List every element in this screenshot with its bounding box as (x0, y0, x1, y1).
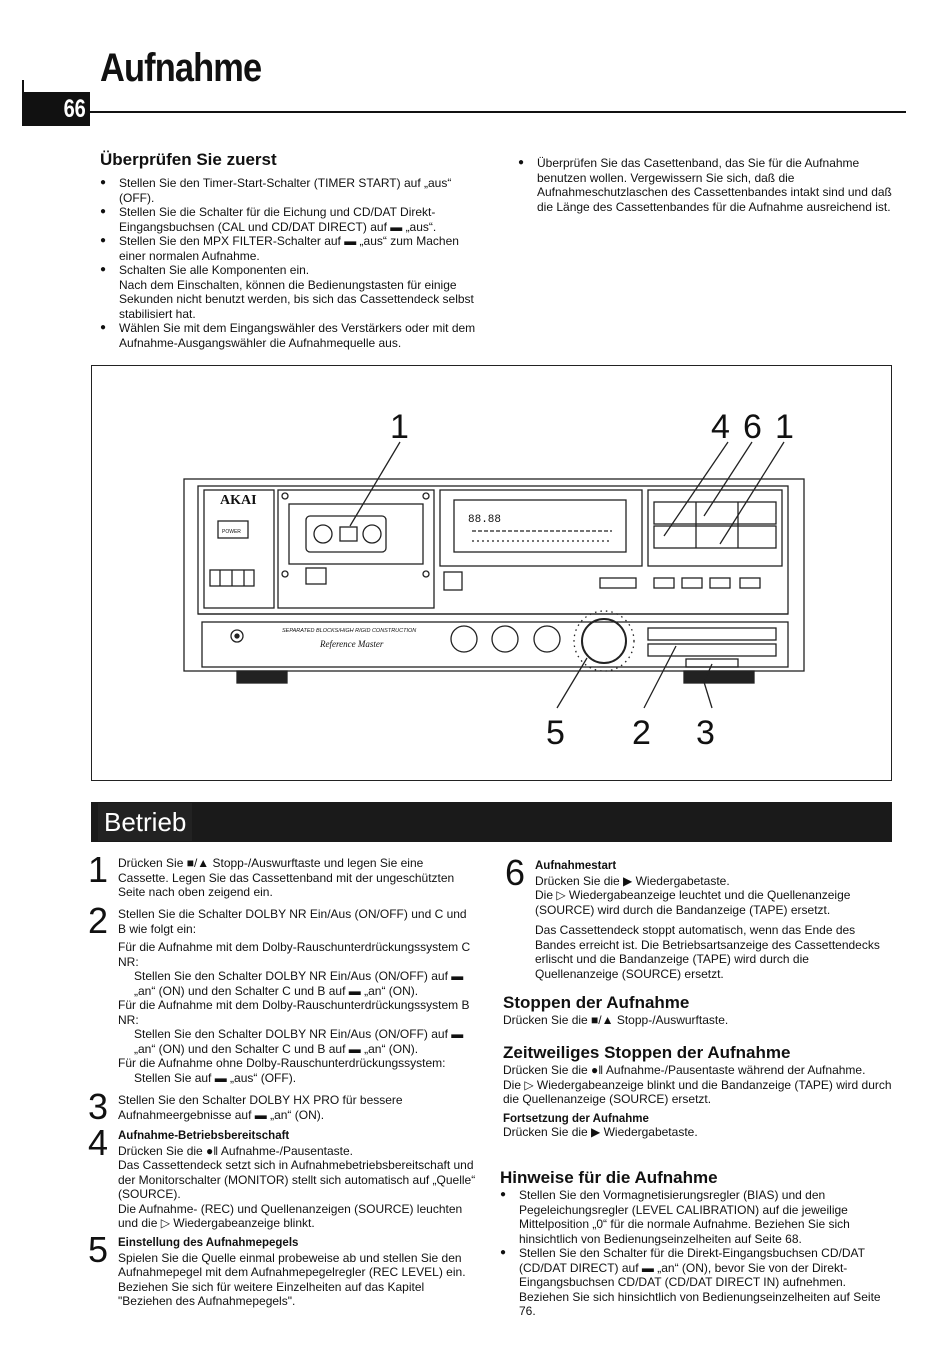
step-text-2: Das Cassettendeck setzt sich in Aufnahme… (118, 1158, 476, 1201)
stop-text: Drücken Sie die ■/▲ Stopp-/Auswurftaste. (503, 1013, 729, 1027)
check-first-heading: Überprüfen Sie zuerst (100, 150, 277, 169)
step-text-3: Das Cassettendeck stoppt automatisch, we… (535, 923, 880, 981)
pause-text-2: Die ▷ Wiedergabeanzeige blinkt und die B… (503, 1077, 892, 1107)
check-first-list: Stellen Sie den Timer-Start-Schalter (TI… (100, 176, 488, 350)
cassette-deck-illustration: 1 4 6 1 5 2 3 AKAI POWER SEPARATED BLOCK… (183, 408, 805, 752)
c-nr-action: Stellen Sie den Schalter DOLBY NR Ein/Au… (134, 969, 464, 998)
callout-5: 5 (546, 714, 565, 752)
no-nr-intro: Für die Aufnahme ohne Dolby-Rauschunterd… (118, 1056, 446, 1070)
step-number: 6 (505, 852, 526, 893)
step-text: Drücken Sie ■/▲ Stopp-/Auswurftaste und … (118, 856, 455, 899)
pause-section: Zeitweiliges Stoppen der Aufnahme Drücke… (503, 1043, 895, 1139)
step-number: 2 (88, 900, 109, 941)
hints-heading: Hinweise für die Aufnahme (500, 1168, 718, 1187)
step-subheading: Aufnahme-Betriebsbereitschaft (118, 1130, 290, 1142)
step-text: Drücken Sie die ▶ Wiedergabetaste. (535, 873, 730, 888)
betrieb-band (91, 802, 892, 842)
resume-subheading: Fortsetzung der Aufnahme (503, 1112, 649, 1125)
step-text-3: Die Aufnahme- (REC) und Quellenanzeigen … (118, 1201, 463, 1231)
list-item: Stellen Sie den Vormagnetisierungsregler… (500, 1188, 892, 1246)
step-subheading: Einstellung des Aufnahmepegels (118, 1237, 299, 1249)
list-item: Stellen Sie die Schalter für die Eichung… (100, 205, 488, 234)
pause-text: Drücken Sie die ●‖ Aufnahme-/Pausentaste… (503, 1063, 866, 1077)
step-3: 3 Stellen Sie den Schalter DOLBY HX PRO … (88, 1089, 476, 1125)
step-5: 5 Einstellung des Aufnahmepegels Spielen… (88, 1232, 476, 1309)
callout-2: 2 (632, 714, 651, 752)
counter-display: 88.88 (468, 514, 501, 526)
list-item: Wählen Sie mit dem Eingangswähler des Ve… (100, 321, 488, 350)
list-item-continuation: Nach dem Einschalten, können die Bedienu… (119, 277, 474, 321)
resume-text: Drücken Sie die ▶ Wiedergabetaste. (503, 1124, 698, 1139)
panel-text: SEPARATED BLOCKS/HIGH RIGID CONSTRUCTION (282, 628, 416, 634)
cassette-deck-diagram: 1 4 6 1 5 2 3 AKAI POWER SEPARATED BLOCK… (91, 365, 892, 781)
step-4: 4 Aufnahme-Betriebsbereitschaft Drücken … (88, 1125, 476, 1231)
callout-1-right: 1 (775, 408, 794, 446)
b-nr-action: Stellen Sie den Schalter DOLBY NR Ein/Au… (134, 1027, 464, 1056)
step-1: 1 Drücken Sie ■/▲ Stopp-/Auswurftaste un… (88, 852, 476, 900)
step-number: 3 (88, 1086, 109, 1127)
list-item: Überprüfen Sie das Casettenband, das Sie… (518, 156, 906, 214)
step-text: Stellen Sie den Schalter DOLBY HX PRO fü… (118, 1093, 403, 1122)
list-item: Stellen Sie den Timer-Start-Schalter (TI… (100, 176, 488, 205)
list-item: Schalten Sie alle Komponenten ein. (100, 263, 488, 278)
callout-6: 6 (743, 408, 762, 446)
list-item: Stellen Sie den MPX FILTER-Schalter auf … (100, 234, 488, 263)
step-text: Spielen Sie die Quelle einmal probeweise… (118, 1250, 466, 1280)
list-item: Stellen Sie den Schalter für die Direkt-… (500, 1246, 892, 1319)
step-text: Drücken Sie die ●‖ Aufnahme-/Pausentaste… (118, 1143, 354, 1158)
hints-section: Hinweise für die Aufnahme Stellen Sie de… (500, 1168, 892, 1319)
step-6: 6 Aufnahmestart Drücken Sie die ▶ Wieder… (505, 855, 895, 981)
title-rule (90, 111, 906, 113)
step-number: 5 (88, 1229, 109, 1270)
callout-4: 4 (711, 408, 730, 446)
step-text-2: Beziehen Sie sich für weitere Einzelheit… (118, 1279, 425, 1309)
page-title: Aufnahme (100, 46, 262, 90)
step-number: 4 (88, 1122, 109, 1163)
c-nr-intro: Für die Aufnahme mit dem Dolby-Rauschunt… (118, 940, 471, 969)
betrieb-heading: Betrieb (98, 803, 193, 841)
pause-heading: Zeitweiliges Stoppen der Aufnahme (503, 1043, 791, 1062)
step-number: 1 (88, 849, 109, 890)
check-first-section: Überprüfen Sie zuerst Stellen Sie den Ti… (100, 150, 488, 350)
step-text-2: Die ▷ Wiedergabeanzeige leuchtet und die… (535, 888, 851, 917)
hints-list: Stellen Sie den Vormagnetisierungsregler… (500, 1188, 892, 1319)
no-nr-action: Stellen Sie auf ▬ „aus“ (OFF). (134, 1070, 297, 1085)
stop-heading: Stoppen der Aufnahme (503, 993, 690, 1012)
power-label: POWER (222, 529, 241, 535)
page-number-box: 66 (22, 92, 90, 126)
brand-logo: AKAI (220, 493, 257, 508)
step-subheading: Aufnahmestart (535, 860, 617, 872)
b-nr-intro: Für die Aufnahme mit dem Dolby-Rauschunt… (118, 998, 470, 1027)
callout-1-top: 1 (390, 408, 409, 446)
page-number: 66 (63, 95, 86, 123)
model-text: Reference Master (319, 639, 384, 649)
check-tape-section: Überprüfen Sie das Casettenband, das Sie… (518, 156, 906, 214)
step-text: Stellen Sie die Schalter DOLBY NR Ein/Au… (118, 907, 467, 936)
callout-3: 3 (696, 714, 715, 752)
deck-body (183, 478, 805, 672)
step-2: 2 Stellen Sie die Schalter DOLBY NR Ein/… (88, 903, 476, 1085)
stop-section: Stoppen der Aufnahme Drücken Sie die ■/▲… (503, 993, 895, 1028)
